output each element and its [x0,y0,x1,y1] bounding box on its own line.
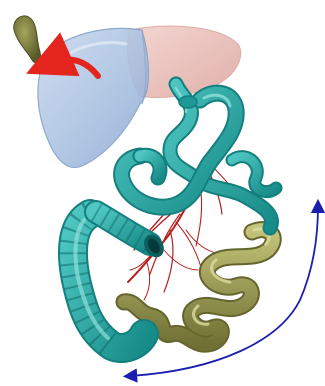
duodenum-jejunum [122,84,276,228]
colon [73,212,168,348]
gallbladder [14,16,41,63]
liver-left-lobe [38,28,149,167]
bile-duct-knob [179,96,197,108]
